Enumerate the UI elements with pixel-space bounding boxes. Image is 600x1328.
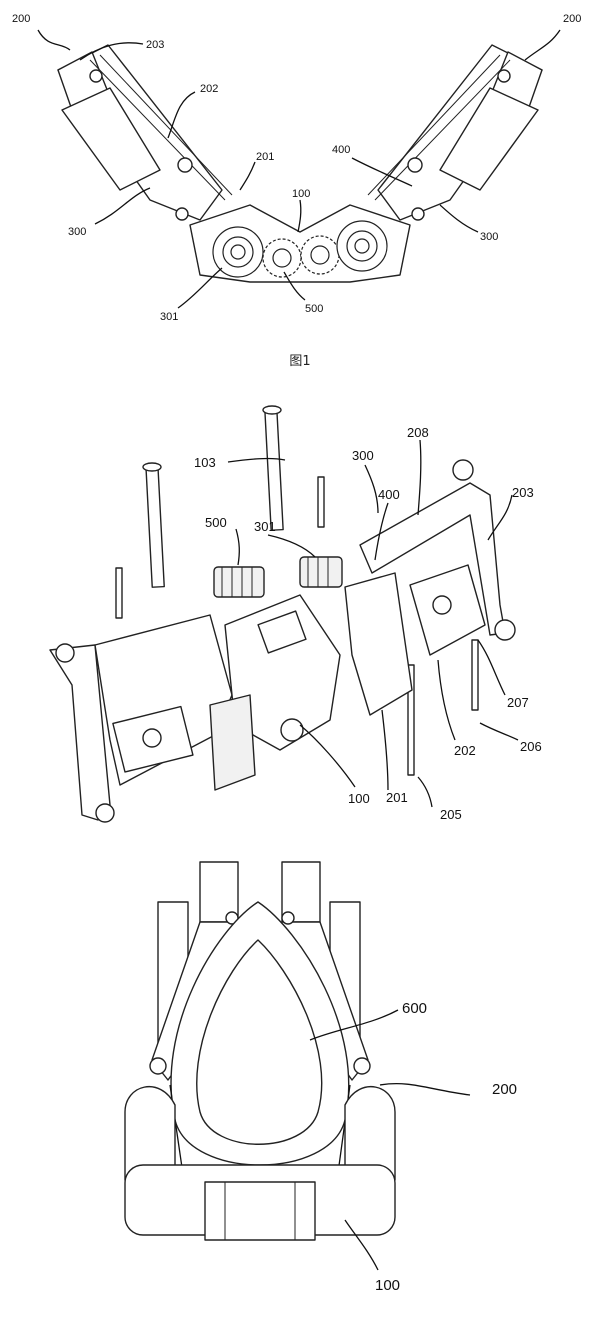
fig2-label-103: 103 bbox=[194, 455, 216, 470]
fig2-label-100: 100 bbox=[348, 791, 370, 806]
plate-202 bbox=[409, 564, 486, 656]
base-housing bbox=[189, 204, 411, 283]
gear-right-large bbox=[336, 220, 388, 272]
fig3-label-100: 100 bbox=[375, 1277, 400, 1294]
right-arm bbox=[367, 44, 543, 221]
short-pin-left bbox=[115, 567, 123, 619]
fig1-label-300-right: 300 bbox=[480, 231, 498, 243]
fig2-label-201: 201 bbox=[386, 790, 408, 805]
fig1-label-100: 100 bbox=[292, 188, 310, 200]
gear-left-large bbox=[212, 226, 264, 278]
fig1-label-500: 500 bbox=[305, 303, 323, 315]
fig1-label-200-left: 200 bbox=[12, 13, 30, 25]
figure-1-caption: 图1 bbox=[289, 354, 311, 369]
fig1-label-200-right: 200 bbox=[563, 13, 581, 25]
right-arm-203 bbox=[359, 459, 516, 641]
fig2-label-400: 400 bbox=[378, 487, 400, 502]
fig2-label-208: 208 bbox=[407, 425, 429, 440]
left-arm bbox=[57, 44, 233, 221]
fig2-label-202: 202 bbox=[454, 743, 476, 758]
short-pin-mid bbox=[317, 476, 325, 528]
gear-right-small bbox=[300, 235, 340, 275]
fig3-label-200: 200 bbox=[492, 1081, 517, 1098]
fig1-label-400: 400 bbox=[332, 144, 350, 156]
base-100 bbox=[124, 1086, 396, 1241]
long-pin-left bbox=[142, 462, 165, 588]
fig1-label-202: 202 bbox=[200, 83, 218, 95]
fig2-label-500: 500 bbox=[205, 515, 227, 530]
plate-201 bbox=[344, 572, 413, 716]
fig1-label-201: 201 bbox=[256, 151, 274, 163]
fig2-label-300: 300 bbox=[352, 448, 374, 463]
fig2-label-203: 203 bbox=[512, 485, 534, 500]
fig2-label-207: 207 bbox=[507, 695, 529, 710]
gear-301 bbox=[299, 556, 343, 588]
figure-3-drawing: 600 200 100 bbox=[124, 861, 517, 1294]
fig1-label-300-left: 300 bbox=[68, 226, 86, 238]
figure-3: 600 200 100 bbox=[0, 850, 600, 1323]
fig2-label-206: 206 bbox=[520, 739, 542, 754]
figure-2-drawing: 103 300 208 203 500 301 400 207 206 202 … bbox=[49, 405, 542, 823]
figure-2: 103 300 208 203 500 301 400 207 206 202 … bbox=[0, 395, 600, 835]
figure-1: 200 203 202 201 400 100 300 301 500 300 … bbox=[0, 0, 600, 340]
fig2-label-205: 205 bbox=[440, 807, 462, 822]
teardrop-inner bbox=[196, 939, 323, 1145]
figure-1-drawing: 200 203 202 201 400 100 300 301 500 300 … bbox=[12, 13, 581, 323]
center-housing bbox=[209, 594, 341, 791]
pin-206 bbox=[471, 639, 479, 711]
fig1-label-301: 301 bbox=[160, 311, 178, 323]
fig1-label-203: 203 bbox=[146, 39, 164, 51]
gear-left-small bbox=[262, 238, 302, 278]
gear-500 bbox=[213, 566, 265, 598]
long-pin-103 bbox=[262, 405, 284, 531]
pin-205 bbox=[407, 664, 415, 776]
fig2-label-301: 301 bbox=[254, 519, 276, 534]
left-plate bbox=[49, 614, 233, 823]
fig3-label-600: 600 bbox=[402, 1000, 427, 1017]
